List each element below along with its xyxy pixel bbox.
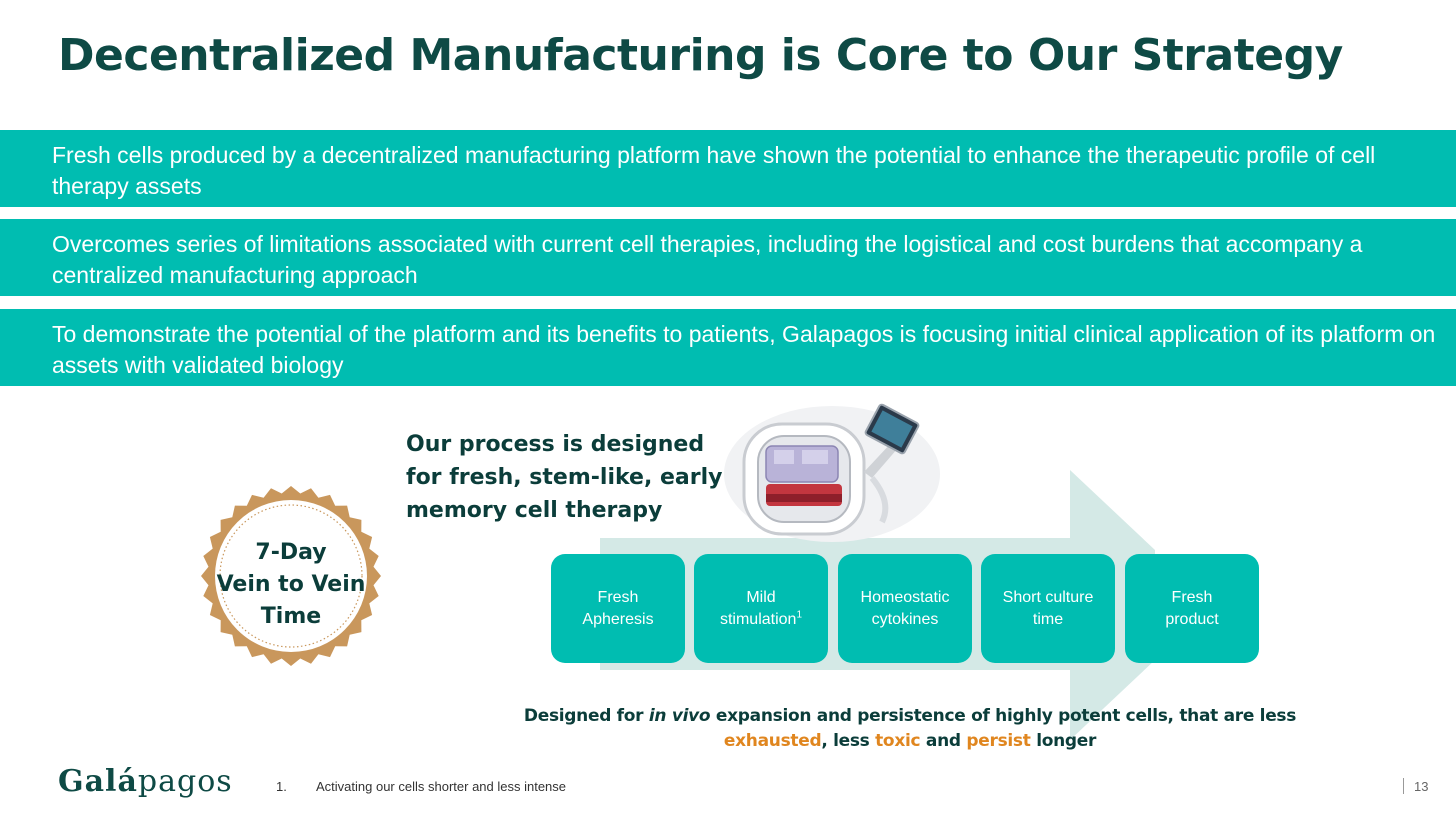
badge-line-1: 7-Day bbox=[255, 540, 327, 565]
badge-line-2: Vein to Vein bbox=[216, 572, 366, 597]
step-3-line-1: Homeostatic bbox=[860, 588, 950, 606]
process-heading-line-2: for fresh, stem-like, early bbox=[406, 465, 723, 490]
step-4-line-2: time bbox=[1032, 610, 1064, 628]
step-1-line-1: Fresh bbox=[597, 588, 639, 606]
badge-line-3: Time bbox=[260, 604, 322, 629]
step-2-footnote-mark: 1 bbox=[796, 609, 803, 621]
step-2-line-2: stimulation bbox=[719, 610, 797, 628]
slide-title: Decentralized Manufacturing is Core to O… bbox=[58, 30, 1343, 81]
caption-part-2: expansion and persistence of highly pote… bbox=[710, 706, 1297, 726]
manufacturing-device-image bbox=[724, 403, 940, 542]
process-heading-line-1: Our process is designed bbox=[406, 432, 705, 457]
bullet-text-3: To demonstrate the potential of the plat… bbox=[52, 321, 1436, 378]
process-heading-line-3: memory cell therapy bbox=[406, 498, 663, 523]
caption-sep-2: and bbox=[920, 731, 967, 751]
caption-persist: persist bbox=[966, 731, 1031, 751]
step-1-line-2: Apheresis bbox=[582, 610, 654, 628]
step-5-line-2: product bbox=[1165, 610, 1219, 628]
galapagos-logo: Galápagos bbox=[58, 764, 233, 799]
step-mild-stimulation: Mild stimulation1 bbox=[694, 554, 828, 663]
step-homeostatic-cytokines: Homeostatic cytokines bbox=[838, 554, 972, 663]
process-heading: Our process is designed for fresh, stem-… bbox=[406, 428, 736, 527]
step-3-line-2: cytokines bbox=[871, 610, 939, 628]
step-4-line-1: Short culture bbox=[1002, 588, 1094, 606]
page-number: 13 bbox=[1414, 779, 1429, 794]
caption-part-1: Designed for bbox=[523, 706, 649, 726]
process-caption: Designed for in vivo expansion and persi… bbox=[480, 704, 1340, 754]
page-number-divider bbox=[1403, 778, 1404, 794]
footnote-number: 1. bbox=[276, 779, 287, 794]
step-5-line-1: Fresh bbox=[1171, 588, 1213, 606]
caption-toxic: toxic bbox=[875, 731, 921, 751]
logo-part-accent: á bbox=[117, 764, 138, 799]
bullet-band-3: To demonstrate the potential of the plat… bbox=[0, 309, 1456, 386]
bullet-band-2: Overcomes series of limitations associat… bbox=[0, 219, 1456, 296]
bullet-text-1: Fresh cells produced by a decentralized … bbox=[52, 142, 1376, 199]
caption-sep-1: , less bbox=[821, 731, 876, 751]
caption-end: longer bbox=[1030, 731, 1097, 751]
logo-part-2: pagos bbox=[137, 764, 233, 799]
step-2-line-1: Mild bbox=[746, 588, 776, 606]
bullet-text-2: Overcomes series of limitations associat… bbox=[52, 231, 1363, 288]
badge-text: 7-Day Vein to Vein Time bbox=[196, 537, 386, 633]
step-fresh-product: Fresh product bbox=[1125, 554, 1259, 663]
bullet-band-1: Fresh cells produced by a decentralized … bbox=[0, 130, 1456, 207]
vein-to-vein-badge bbox=[201, 486, 381, 666]
logo-part-1: Gal bbox=[58, 764, 118, 799]
footnote-text: Activating our cells shorter and less in… bbox=[316, 779, 567, 794]
step-short-culture-time: Short culture time bbox=[981, 554, 1115, 663]
caption-italic: in vivo bbox=[648, 706, 711, 726]
caption-exhausted: exhausted bbox=[723, 731, 822, 751]
